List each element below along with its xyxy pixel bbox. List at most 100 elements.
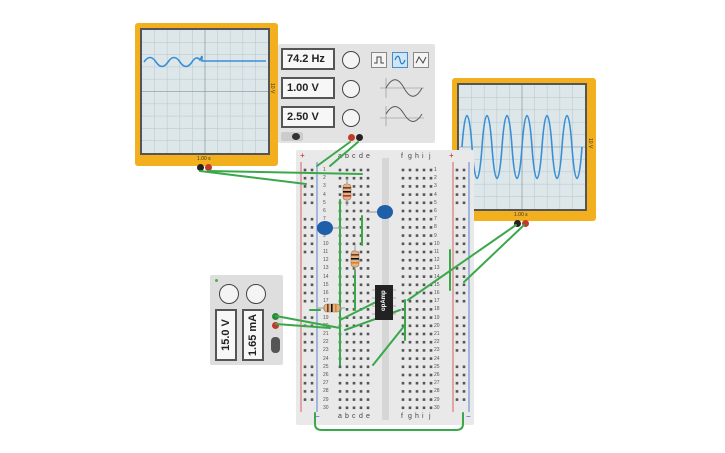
breadboard-hole[interactable] <box>359 390 363 393</box>
breadboard-hole[interactable] <box>359 324 363 328</box>
breadboard-hole[interactable] <box>359 332 363 336</box>
breadboard-hole[interactable] <box>422 406 426 410</box>
breadboard-hole[interactable] <box>415 267 419 270</box>
breadboard-hole[interactable] <box>303 226 307 229</box>
breadboard-hole[interactable] <box>345 283 349 287</box>
breadboard-hole[interactable] <box>455 291 459 295</box>
breadboard-hole[interactable] <box>359 365 363 369</box>
breadboard-hole[interactable] <box>462 193 466 196</box>
function-generator-terminal-red[interactable] <box>348 134 355 141</box>
breadboard-hole[interactable] <box>338 209 342 213</box>
breadboard-hole[interactable] <box>303 185 307 188</box>
breadboard-hole[interactable] <box>462 283 466 287</box>
breadboard-hole[interactable] <box>303 267 307 270</box>
breadboard-hole[interactable] <box>345 168 349 172</box>
breadboard-hole[interactable] <box>429 283 433 287</box>
breadboard-hole[interactable] <box>310 283 314 287</box>
breadboard-hole[interactable] <box>366 308 370 311</box>
breadboard-hole[interactable] <box>359 209 363 213</box>
breadboard-hole[interactable] <box>345 267 349 270</box>
breadboard-hole[interactable] <box>303 381 307 385</box>
breadboard-hole[interactable] <box>455 283 459 287</box>
breadboard-hole[interactable] <box>366 258 370 262</box>
breadboard-hole[interactable] <box>401 201 405 205</box>
breadboard-hole[interactable] <box>345 176 349 180</box>
square-wave-button[interactable] <box>371 52 387 68</box>
breadboard-hole[interactable] <box>359 226 363 229</box>
breadboard-hole[interactable] <box>303 316 307 319</box>
breadboard-hole[interactable] <box>429 185 433 188</box>
breadboard-hole[interactable] <box>401 176 405 180</box>
breadboard-hole[interactable] <box>455 217 459 221</box>
breadboard-hole[interactable] <box>401 258 405 262</box>
breadboard-hole[interactable] <box>366 168 370 172</box>
breadboard-hole[interactable] <box>366 242 370 246</box>
breadboard-hole[interactable] <box>422 209 426 213</box>
breadboard-hole[interactable] <box>455 299 459 303</box>
breadboard-hole[interactable] <box>345 250 349 254</box>
breadboard-hole[interactable] <box>455 185 459 188</box>
breadboard-hole[interactable] <box>366 193 370 196</box>
breadboard-hole[interactable] <box>338 381 342 385</box>
breadboard-hole[interactable] <box>408 357 412 360</box>
breadboard-hole[interactable] <box>422 340 426 344</box>
breadboard-hole[interactable] <box>408 258 412 262</box>
breadboard-hole[interactable] <box>415 390 419 393</box>
breadboard-hole[interactable] <box>401 283 405 287</box>
breadboard-hole[interactable] <box>429 365 433 369</box>
breadboard-hole[interactable] <box>345 258 349 262</box>
oscilloscope-right-probe-terminal-red[interactable] <box>522 220 529 227</box>
breadboard-hole[interactable] <box>429 373 433 377</box>
breadboard-hole[interactable] <box>352 209 356 213</box>
breadboard-hole[interactable] <box>352 365 356 369</box>
breadboard-hole[interactable] <box>401 242 405 246</box>
breadboard-hole[interactable] <box>366 267 370 270</box>
breadboard-hole[interactable] <box>345 390 349 393</box>
breadboard-hole[interactable] <box>429 168 433 172</box>
breadboard-hole[interactable] <box>422 283 426 287</box>
breadboard-hole[interactable] <box>462 340 466 344</box>
breadboard-hole[interactable] <box>401 185 405 188</box>
breadboard-hole[interactable] <box>366 201 370 205</box>
breadboard-hole[interactable] <box>408 390 412 393</box>
breadboard-hole[interactable] <box>338 267 342 270</box>
breadboard-hole[interactable] <box>455 176 459 180</box>
breadboard-hole[interactable] <box>338 390 342 393</box>
breadboard-hole[interactable] <box>303 340 307 344</box>
breadboard-hole[interactable] <box>429 316 433 319</box>
breadboard-hole[interactable] <box>310 390 314 393</box>
breadboard-hole[interactable] <box>401 398 405 401</box>
breadboard-hole[interactable] <box>359 176 363 180</box>
breadboard-hole[interactable] <box>462 226 466 229</box>
breadboard-hole[interactable] <box>303 201 307 205</box>
breadboard-hole[interactable] <box>422 242 426 246</box>
breadboard-hole[interactable] <box>415 193 419 196</box>
breadboard-hole[interactable] <box>338 250 342 254</box>
power-supply-toggle-switch[interactable] <box>271 337 280 353</box>
breadboard-hole[interactable] <box>366 226 370 229</box>
breadboard-hole[interactable] <box>462 201 466 205</box>
breadboard-hole[interactable] <box>401 308 405 311</box>
breadboard-hole[interactable] <box>408 250 412 254</box>
breadboard-hole[interactable] <box>408 185 412 188</box>
breadboard-hole[interactable] <box>408 373 412 377</box>
breadboard-hole[interactable] <box>310 365 314 369</box>
breadboard-hole[interactable] <box>338 406 342 410</box>
breadboard-hole[interactable] <box>352 316 356 319</box>
breadboard-hole[interactable] <box>303 299 307 303</box>
breadboard-hole[interactable] <box>429 349 433 352</box>
breadboard-hole[interactable] <box>455 250 459 254</box>
breadboard-hole[interactable] <box>415 185 419 188</box>
breadboard-hole[interactable] <box>408 316 412 319</box>
breadboard-hole[interactable] <box>338 234 342 237</box>
breadboard-hole[interactable] <box>415 283 419 287</box>
breadboard-hole[interactable] <box>455 168 459 172</box>
breadboard-hole[interactable] <box>415 209 419 213</box>
breadboard-hole[interactable] <box>422 390 426 393</box>
breadboard-hole[interactable] <box>352 250 356 254</box>
breadboard-hole[interactable] <box>352 308 356 311</box>
breadboard-hole[interactable] <box>366 324 370 328</box>
breadboard-hole[interactable] <box>415 258 419 262</box>
breadboard-hole[interactable] <box>338 365 342 369</box>
breadboard-hole[interactable] <box>366 373 370 377</box>
